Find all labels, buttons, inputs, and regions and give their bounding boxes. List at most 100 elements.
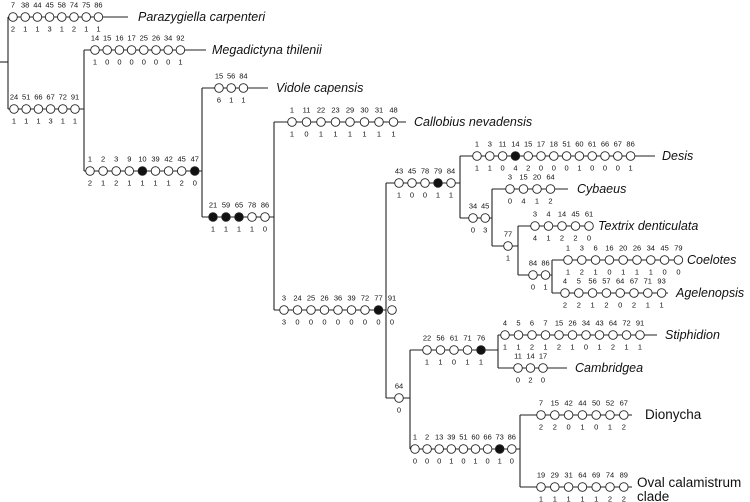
character-marker-open <box>538 363 548 373</box>
character-marker-open <box>549 151 559 161</box>
character-number: 14 <box>558 210 566 219</box>
character-marker-open <box>21 104 31 114</box>
character-state: 4 <box>533 234 537 243</box>
character-marker-open <box>540 270 551 280</box>
character-marker-open <box>536 410 546 420</box>
character-number: 89 <box>620 471 628 480</box>
character-number: 20 <box>533 173 541 182</box>
character-marker-open <box>260 212 270 222</box>
character-marker-open <box>226 83 236 93</box>
character-marker-open <box>659 255 670 265</box>
character-number: 67 <box>630 277 638 286</box>
character-state: 1 <box>397 191 401 200</box>
character-marker-open <box>587 288 598 298</box>
character-marker-open <box>540 330 551 340</box>
character-number: 3 <box>580 244 584 253</box>
character-number: 64 <box>578 471 586 480</box>
character-state: 1 <box>621 268 625 277</box>
character-state: 0 <box>425 457 429 466</box>
character-number: 15 <box>103 34 111 43</box>
character-number: 74 <box>606 471 614 480</box>
character-marker-open <box>98 166 108 176</box>
character-number: 86 <box>508 433 516 442</box>
character-number: 51 <box>459 433 467 442</box>
character-number: 51 <box>562 140 570 149</box>
character-state: 1 <box>638 343 642 352</box>
character-number: 79 <box>434 167 442 176</box>
synapomorphy-marker-filled <box>373 305 384 315</box>
character-marker-open <box>319 305 330 315</box>
character-number: 3 <box>508 173 512 182</box>
character-number: 16 <box>115 34 123 43</box>
character-marker-open <box>247 212 257 222</box>
character-state: 1 <box>319 130 323 139</box>
character-markers: 7238144145358174275186124151166167372191… <box>8 1 684 502</box>
character-number: 26 <box>152 34 160 43</box>
character-state: 1 <box>580 423 584 432</box>
character-marker-open <box>587 151 597 161</box>
character-number: 71 <box>463 334 471 343</box>
character-state: 0 <box>295 318 299 327</box>
character-state: 0 <box>154 58 158 67</box>
character-marker-open <box>8 12 18 22</box>
character-marker-open <box>605 410 615 420</box>
character-marker-open <box>301 117 312 127</box>
character-marker-open <box>58 104 68 114</box>
character-state: 0 <box>376 318 380 327</box>
character-state: 1 <box>539 495 543 502</box>
character-number: 15 <box>215 72 223 81</box>
character-number: 11 <box>514 352 522 361</box>
character-state: 2 <box>530 343 534 352</box>
character-state: 3 <box>483 226 487 235</box>
synapomorphy-marker-filled <box>137 166 148 176</box>
character-number: 84 <box>529 259 537 268</box>
character-number: 79 <box>674 244 682 253</box>
character-marker-open <box>57 12 67 22</box>
character-number: 91 <box>636 319 644 328</box>
character-state: 1 <box>624 343 628 352</box>
character-marker-open <box>20 12 30 22</box>
character-number: 60 <box>471 433 479 442</box>
character-number: 25 <box>307 294 315 303</box>
character-marker-open <box>619 482 629 492</box>
character-marker-open <box>163 166 174 176</box>
character-marker-open <box>287 117 297 127</box>
character-number: 3 <box>114 155 118 164</box>
character-state: 2 <box>604 301 608 310</box>
character-number: 15 <box>555 319 563 328</box>
character-marker-open <box>513 330 524 340</box>
character-number: 56 <box>436 334 444 343</box>
character-marker-open <box>446 444 457 454</box>
character-number: 34 <box>164 34 172 43</box>
character-marker-open <box>594 330 605 340</box>
character-state: 1 <box>178 58 182 67</box>
character-state: 1 <box>597 343 601 352</box>
character-number: 36 <box>334 294 342 303</box>
character-state: 2 <box>88 179 92 188</box>
character-marker-open <box>394 178 404 188</box>
character-state: 0 <box>594 423 598 432</box>
character-marker-open <box>458 444 469 454</box>
character-marker-open <box>513 363 523 373</box>
character-state: 1 <box>436 191 440 200</box>
character-number: 65 <box>235 201 243 210</box>
taxon-label-agelenopsis: Agelenopsis <box>675 286 744 300</box>
character-state: 1 <box>73 117 77 126</box>
character-number: 71 <box>644 277 652 286</box>
character-state: 1 <box>608 423 612 432</box>
character-marker-open <box>482 444 493 454</box>
character-state: 0 <box>304 130 308 139</box>
character-marker-open <box>584 221 594 231</box>
character-marker-open <box>625 151 636 161</box>
character-number: 22 <box>317 106 325 115</box>
character-state: 1 <box>580 495 584 502</box>
character-number: 11 <box>303 106 311 115</box>
character-state: 0 <box>397 406 401 415</box>
